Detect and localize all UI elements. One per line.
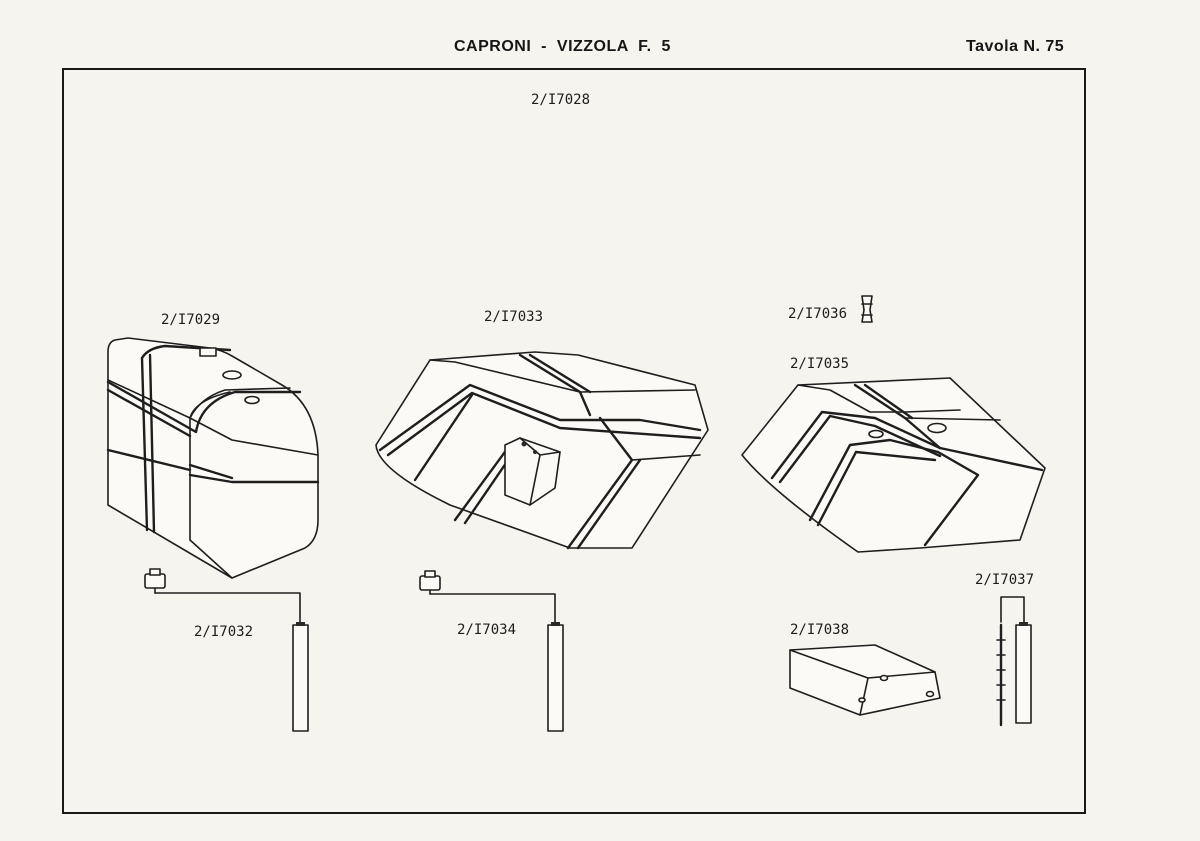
fuel-tank-2-i7038 <box>789 644 941 716</box>
label-tank-c: 2/I7035 <box>790 356 850 372</box>
drawing-frame <box>62 68 1086 814</box>
fuel-gauge-2-i7037 <box>996 596 1032 727</box>
label-gauge-a: 2/I7032 <box>194 624 254 640</box>
label-tank-a: 2/I7029 <box>161 312 221 328</box>
label-assembly: 2/I7028 <box>531 92 591 108</box>
label-gauge-c: 2/I7037 <box>975 572 1035 588</box>
label-tank-b: 2/I7033 <box>484 309 544 325</box>
fuel-tank-2-i7035 <box>741 377 1046 553</box>
fuel-tank-2-i7033 <box>375 351 709 550</box>
label-tank-d: 2/I7038 <box>790 622 850 638</box>
filler-cap-2-i7036 <box>861 295 873 323</box>
page-title: CAPRONI - VIZZOLA F. 5 <box>454 38 671 55</box>
fuel-gauge-2-i7032 <box>144 568 309 732</box>
plate-number: Tavola N. 75 <box>966 38 1065 55</box>
label-gauge-b: 2/I7034 <box>457 622 517 638</box>
fuel-gauge-2-i7034 <box>419 570 564 732</box>
fuel-tank-2-i7029 <box>106 337 320 579</box>
label-cap: 2/I7036 <box>788 306 848 322</box>
